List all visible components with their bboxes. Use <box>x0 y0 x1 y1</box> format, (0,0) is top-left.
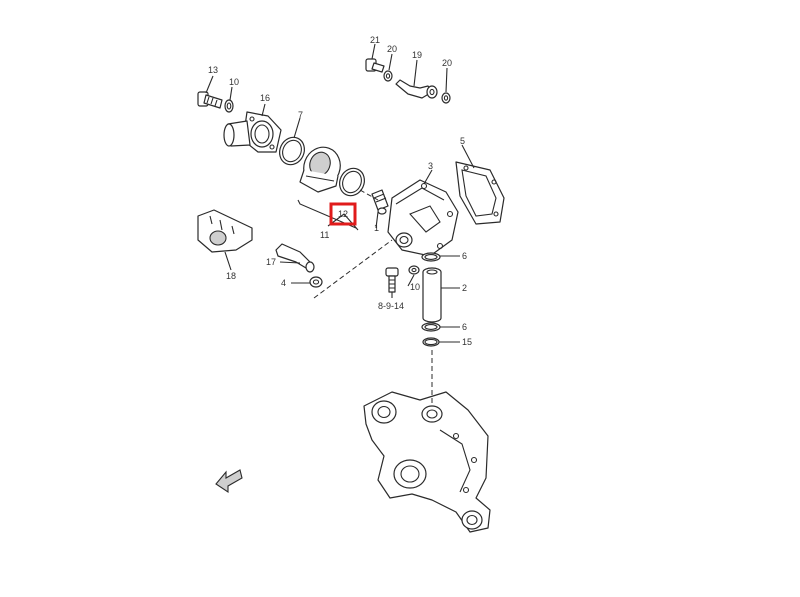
washer-part-20-right[interactable] <box>441 92 451 104</box>
bolt-part-21[interactable] <box>365 58 385 73</box>
pipe-part-2[interactable] <box>422 267 442 323</box>
hose-fitting-part-17[interactable] <box>275 243 315 273</box>
callout-labels: 13 10 16 7 21 20 19 20 5 3 1 11 12 6 2 6… <box>208 35 472 347</box>
o-ring-part-7[interactable] <box>275 133 309 169</box>
callout-13: 13 <box>208 65 218 75</box>
callout-6-bottom: 6 <box>462 322 467 332</box>
callout-19: 19 <box>412 50 422 60</box>
callout-20-left: 20 <box>387 44 397 54</box>
assembly-dash-lines <box>313 189 433 404</box>
callout-7: 7 <box>298 110 303 120</box>
bolt-part-8-9-14[interactable] <box>385 267 399 293</box>
washer-part-4[interactable] <box>309 276 323 288</box>
highlight-box-part-12[interactable] <box>329 202 357 226</box>
bracket-part-18[interactable] <box>197 209 253 253</box>
washer-part-10-mid[interactable] <box>408 265 420 275</box>
callout-12: 12 <box>338 209 348 219</box>
water-pump-body[interactable] <box>363 391 491 533</box>
gasket-part-12[interactable] <box>335 164 369 200</box>
callout-3: 3 <box>428 161 433 171</box>
gasket-part-5[interactable] <box>455 161 505 225</box>
callout-17: 17 <box>266 257 276 267</box>
callout-8-9-14: 8-9-14 <box>378 301 404 311</box>
o-ring-part-6-top[interactable] <box>421 252 441 262</box>
callout-1: 1 <box>374 223 379 233</box>
o-ring-part-6-bottom[interactable] <box>421 322 441 332</box>
washer-part-10-top[interactable] <box>224 99 234 113</box>
callout-10-mid: 10 <box>410 282 420 292</box>
callout-6-top: 6 <box>462 251 467 261</box>
leader-lines <box>205 43 475 343</box>
o-ring-part-15[interactable] <box>422 337 440 347</box>
callout-4: 4 <box>281 278 286 288</box>
callout-10-top: 10 <box>229 77 239 87</box>
callout-15: 15 <box>462 337 472 347</box>
sensor-part-1[interactable] <box>371 189 389 215</box>
front-direction-arrow-icon <box>215 469 243 494</box>
callout-18: 18 <box>226 271 236 281</box>
callout-20-right: 20 <box>442 58 452 68</box>
thermostat-part-11[interactable] <box>298 142 346 193</box>
callout-5: 5 <box>460 136 465 146</box>
bolt-part-13[interactable] <box>197 91 223 109</box>
callout-21: 21 <box>370 35 380 45</box>
pipe-part-19[interactable] <box>395 79 438 99</box>
thermostat-housing-part-3[interactable] <box>387 179 459 257</box>
flange-part-16[interactable] <box>223 111 282 153</box>
callout-11: 11 <box>320 230 329 240</box>
callout-16: 16 <box>260 93 270 103</box>
washer-part-20-left[interactable] <box>383 70 393 82</box>
callout-2: 2 <box>462 283 467 293</box>
